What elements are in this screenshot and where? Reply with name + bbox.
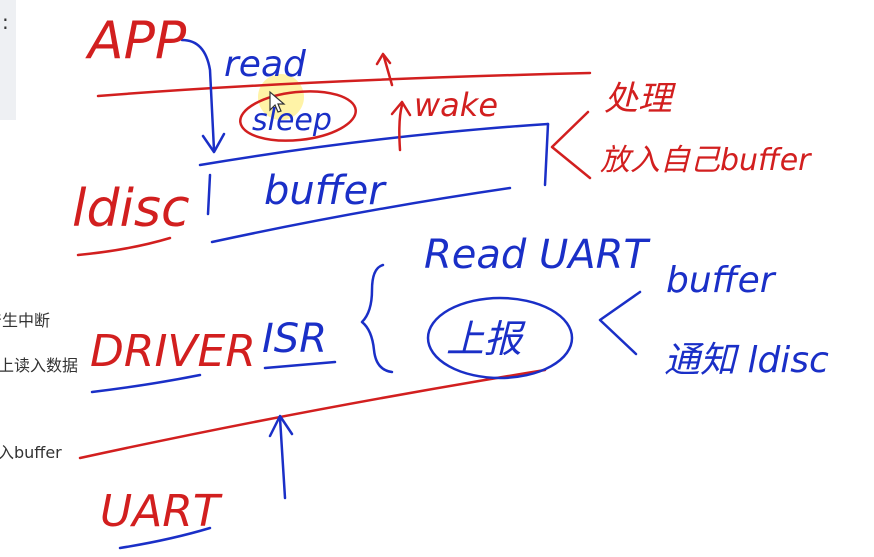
- put-into-own-buffer-label: 放入自己buffer: [600, 143, 812, 178]
- sidebar-colon: :: [2, 10, 9, 34]
- sidebar-gray-block: [0, 0, 16, 120]
- wake-arrow-head: [390, 100, 412, 117]
- report-label: 上报: [446, 317, 526, 361]
- isr-label: ISR: [262, 316, 327, 362]
- layer-label-app: APP: [85, 11, 187, 71]
- buffer-right-edge: [543, 122, 550, 187]
- buffer-bottom-line: [210, 186, 512, 244]
- read-uart-label: Read UART: [424, 232, 651, 278]
- sidebar-note-into-buffer: 入buffer: [0, 443, 62, 462]
- sidebar-note-read-data: 上读入数据: [0, 356, 79, 375]
- wake-up-arrow-head: [375, 52, 392, 66]
- uart-arrow-head: [268, 414, 294, 438]
- layer-label-driver: DRIVER: [90, 326, 256, 377]
- sleep-label: sleep: [252, 103, 332, 138]
- read-arrow-path: [180, 38, 216, 152]
- report-oval: [426, 296, 574, 380]
- isr-underline: [263, 360, 337, 370]
- mouse-cursor-icon: [269, 90, 286, 113]
- buffer-left-edge: [206, 173, 212, 216]
- uart-arrow-path: [278, 416, 287, 500]
- read-label: read: [224, 44, 307, 85]
- cursor-highlight: [258, 74, 304, 120]
- sleep-oval: [239, 90, 357, 142]
- layer-label-uart: UART: [100, 486, 223, 537]
- driver-underline: [90, 373, 202, 394]
- read-arrow-head: [201, 132, 226, 154]
- app-divider-line: [96, 71, 592, 98]
- processing-label: 处理: [604, 79, 676, 119]
- sidebar-note-interrupt: 产生中断: [0, 311, 51, 330]
- notify-ldisc-label: 通知 ldisc: [664, 340, 829, 381]
- wake-up-arrow-path: [382, 55, 394, 87]
- wake-arrow-path: [398, 103, 404, 152]
- process-bracket: [550, 110, 592, 180]
- buffer-right-label: buffer: [666, 260, 777, 301]
- layer-label-ldisc: ldisc: [72, 179, 190, 239]
- buffer-label: buffer: [264, 168, 387, 214]
- wake-label: wake: [414, 86, 498, 124]
- uart-underline: [118, 526, 212, 550]
- ldisc-underline: [76, 236, 172, 257]
- isr-curly-brace: [360, 263, 394, 374]
- sidebar-panel: : 产生中断 上读入数据 入buffer: [0, 0, 78, 557]
- buffer-top-line: [198, 122, 550, 167]
- uart-divider-line: [78, 368, 547, 460]
- notify-bracket: [598, 290, 642, 356]
